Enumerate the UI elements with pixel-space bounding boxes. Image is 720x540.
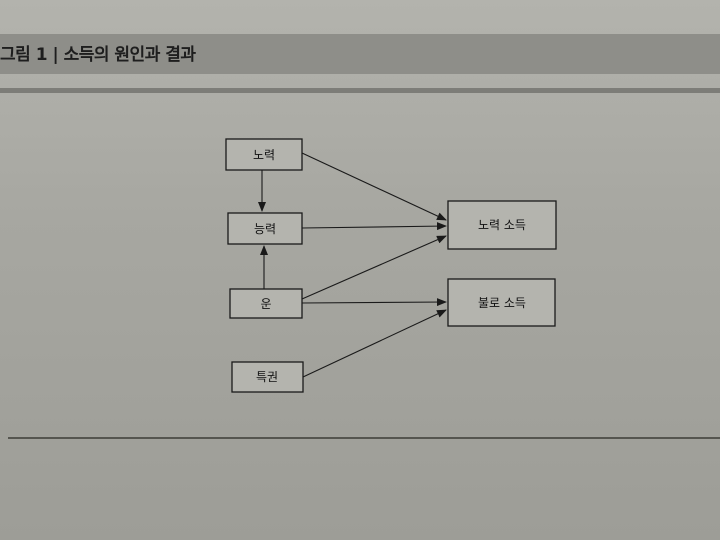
- node-earned-income-label: 노력 소득: [478, 218, 526, 232]
- header-rule: [0, 88, 720, 93]
- figure-title: 그림 1 | 소득의 원인과 결과: [0, 45, 196, 65]
- edge-privilege-to-unearned-income: [302, 309, 447, 378]
- figure-bottom-rule: [8, 437, 720, 439]
- node-effort-label: 노력: [253, 148, 275, 162]
- node-privilege: 특권: [231, 361, 304, 393]
- node-effort: 노력: [225, 138, 303, 171]
- node-earned-income: 노력 소득: [447, 200, 557, 250]
- edge-effort-to-earned-income: [301, 152, 447, 221]
- node-ability-label: 능력: [254, 222, 276, 236]
- node-ability: 능력: [227, 212, 303, 245]
- edge-ability-to-earned-income: [301, 222, 447, 231]
- node-luck: 운: [229, 288, 303, 319]
- edge-luck-to-unearned-income: [301, 298, 447, 307]
- node-luck-label: 운: [260, 297, 271, 311]
- figure-header-band: [0, 34, 720, 74]
- node-unearned-income: 불로 소득: [447, 278, 556, 327]
- node-privilege-label: 특권: [256, 370, 278, 384]
- node-unearned-income-label: 불로 소득: [478, 296, 526, 310]
- edge-luck-to-earned-income: [301, 235, 447, 300]
